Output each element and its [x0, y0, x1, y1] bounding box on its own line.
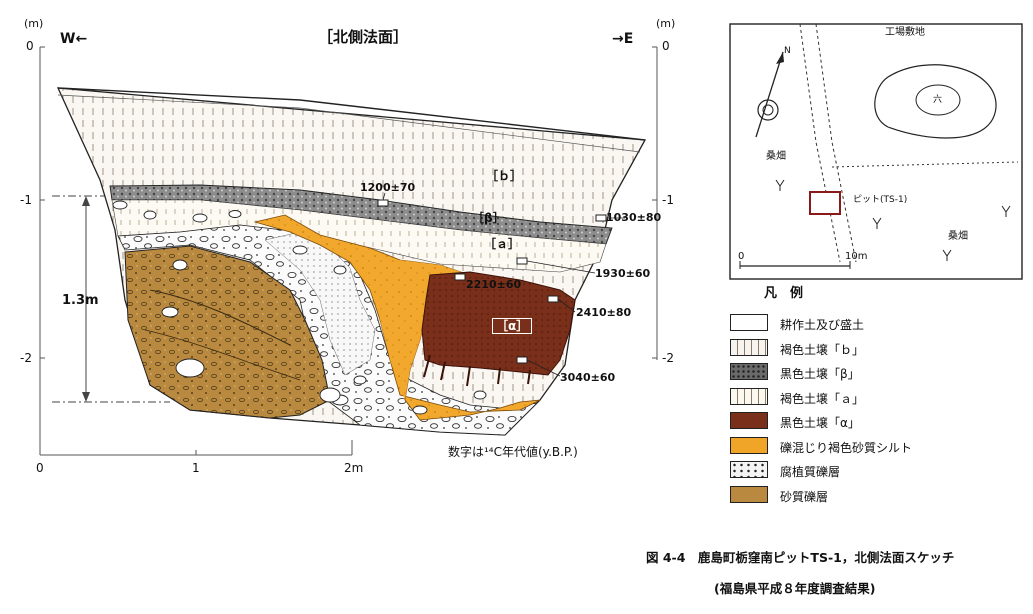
radiocarbon-note: 数字は¹⁴C年代値(y.B.P.): [448, 445, 578, 459]
caption-line-2: (福島県平成８年度調査結果): [714, 581, 876, 596]
legend-label: 砂質礫層: [780, 489, 829, 504]
legend-item: 黒色土壌「α」: [730, 410, 990, 432]
legend-title: 凡 例: [764, 286, 804, 301]
legend-swatch: [730, 436, 768, 454]
y-tick-left-2: -2: [20, 351, 32, 365]
legend-item: 耕作土及び盛土: [730, 312, 990, 334]
location-map: [729, 23, 1023, 280]
legend-label: 耕作土及び盛土: [780, 318, 865, 332]
legend-swatch: [730, 387, 768, 405]
map-scale-end: 10m: [845, 251, 868, 262]
legend-label: 黒色土壌「β」: [780, 367, 860, 381]
y-tick-left-0: 0: [26, 39, 34, 53]
y-tick-right-0: 0: [662, 39, 670, 53]
layer-label-beta: ［β］: [472, 211, 505, 225]
y-tick-right-1: -1: [662, 193, 674, 207]
map-mulberry-2: 桑畑: [948, 231, 968, 242]
date-2210: 2210±60: [466, 278, 522, 291]
legend-swatch: [730, 363, 768, 380]
y-tick-right-2: -2: [662, 351, 674, 365]
date-1930: 1930±60: [595, 267, 651, 280]
x-tick-1: 1: [192, 461, 200, 475]
map-pit-label: ピット(TS-1): [853, 195, 908, 205]
east-label: →E: [612, 31, 634, 47]
legend-item: 黒色土壌「β」: [730, 361, 990, 383]
legend-label: 褐色土壌「ｂ」: [780, 342, 865, 357]
layer-label-b: ［ｂ］: [486, 169, 523, 183]
legend-item: 礫混じり褐色砂質シルト: [730, 435, 990, 457]
legend-swatch: [730, 485, 768, 503]
date-3040: 3040±60: [560, 371, 616, 384]
legend-item: 砂質礫層: [730, 484, 990, 506]
map-north-label: N: [784, 46, 791, 56]
unit-right-label: (m): [656, 17, 676, 30]
section-title: ［北側法面］: [318, 28, 409, 46]
legend-item: 腐植質礫層: [730, 459, 990, 481]
map-pond-label: 六: [933, 95, 943, 105]
date-2410: 2410±80: [576, 306, 632, 319]
layer-label-alpha: ［α］: [492, 318, 533, 334]
map-scale-zero: 0: [738, 251, 745, 262]
x-tick-0: 0: [36, 461, 44, 475]
legend-label: 腐植質礫層: [780, 465, 841, 479]
map-mulberry-1: 桑畑: [766, 151, 786, 162]
depth-marker-label: 1.3m: [62, 293, 99, 308]
legend-swatch: [730, 338, 768, 356]
legend-swatch: [730, 412, 768, 429]
layer-label-a: ［ａ］: [484, 237, 521, 251]
unit-left-label: (m): [24, 17, 44, 30]
legend-label: 黒色土壌「α」: [780, 416, 860, 430]
legend-swatch: [730, 461, 768, 478]
date-1200: 1200±70: [360, 181, 416, 194]
legend-label: 褐色土壌「ａ」: [780, 391, 865, 406]
legend-item: 褐色土壌「ａ」: [730, 386, 990, 408]
legend-item: 褐色土壌「ｂ」: [730, 337, 990, 359]
legend-swatch: [730, 314, 768, 331]
y-tick-left-1: -1: [20, 193, 32, 207]
legend-label: 礫混じり褐色砂質シルト: [780, 440, 913, 455]
date-1030: 1030±80: [606, 211, 662, 224]
west-label: W←: [60, 31, 88, 47]
map-factory-label: 工場敷地: [885, 27, 925, 38]
x-tick-2: 2m: [344, 461, 364, 475]
caption-line-1: 図 4-4 鹿島町栃窪南ピットTS-1，北側法面スケッチ: [646, 550, 955, 565]
